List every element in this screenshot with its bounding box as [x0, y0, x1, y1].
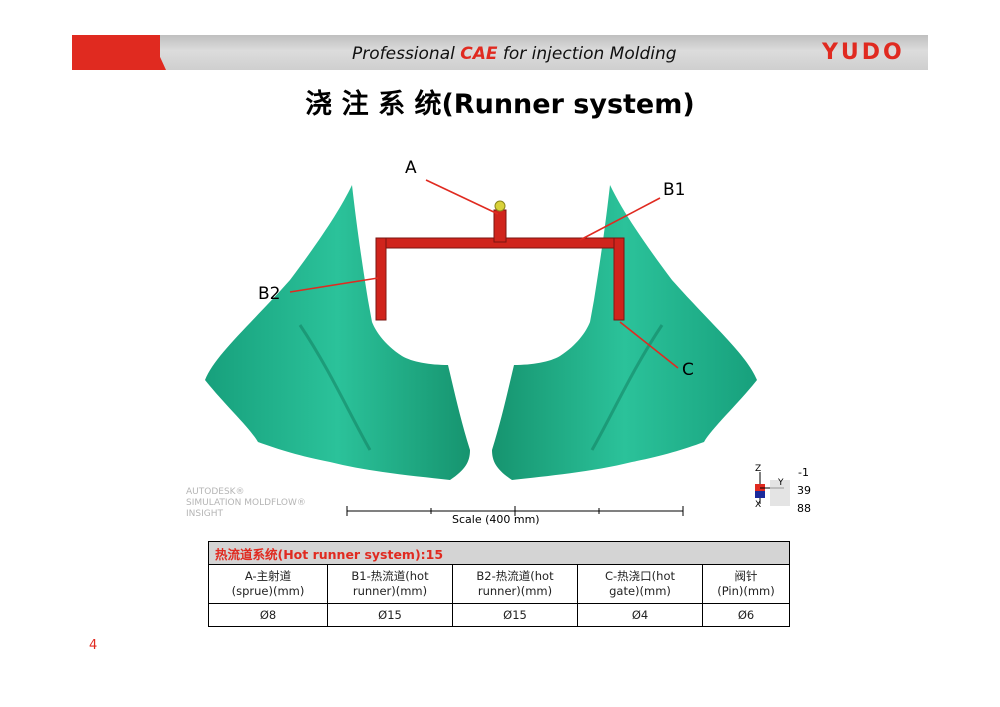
runner-manifold — [375, 209, 625, 321]
callout-b2: B2 — [258, 284, 281, 304]
header-notch — [150, 35, 166, 70]
axis-y-label: Y — [778, 478, 784, 488]
right-part-shadow — [590, 324, 664, 451]
scale-label: Scale (400 mm) — [452, 513, 540, 526]
header-sprue: A-主射道(sprue)(mm) — [208, 564, 328, 604]
axis-triad — [755, 472, 790, 506]
value-pin: Ø6 — [702, 603, 790, 627]
sprue-tip — [494, 200, 506, 212]
header-pin: 阀针(Pin)(mm) — [702, 564, 790, 604]
header-tagline: Professional CAE for injection Molding — [352, 44, 677, 64]
right-part — [492, 185, 757, 480]
left-part — [205, 185, 470, 480]
table-row: Ø8 Ø15 Ø15 Ø4 Ø6 — [208, 603, 790, 627]
page-number: 4 — [89, 638, 98, 653]
callout-c: C — [682, 360, 694, 380]
axis-x-label: X — [755, 500, 762, 510]
value-b2: Ø15 — [452, 603, 578, 627]
callout-b1: B1 — [663, 180, 686, 200]
yudo-logo: YUDO — [822, 40, 905, 65]
table-caption: 热流道系统(Hot runner system):15 — [208, 541, 790, 565]
header-accent — [72, 35, 160, 70]
axis-z-label: Z — [755, 464, 762, 474]
axis-value-1: -1 — [798, 466, 809, 479]
hot-runner-table: 热流道系统(Hot runner system):15 A-主射道(sprue)… — [208, 541, 790, 627]
value-sprue: Ø8 — [208, 603, 328, 627]
left-part-shadow — [298, 324, 372, 451]
page-title: 浇 注 系 统(Runner system) — [305, 89, 695, 120]
callout-a: A — [405, 158, 417, 178]
header-bar — [150, 35, 928, 70]
scale-bar — [346, 506, 684, 516]
value-b1: Ø15 — [327, 603, 453, 627]
callout-arrows — [289, 179, 679, 369]
software-watermark: AUTODESK® SIMULATION MOLDFLOW® INSIGHT — [186, 487, 306, 519]
axis-value-2: 39 — [797, 484, 811, 497]
value-gate: Ø4 — [577, 603, 703, 627]
runner-system-model — [205, 179, 757, 480]
axis-value-3: 88 — [797, 502, 811, 515]
